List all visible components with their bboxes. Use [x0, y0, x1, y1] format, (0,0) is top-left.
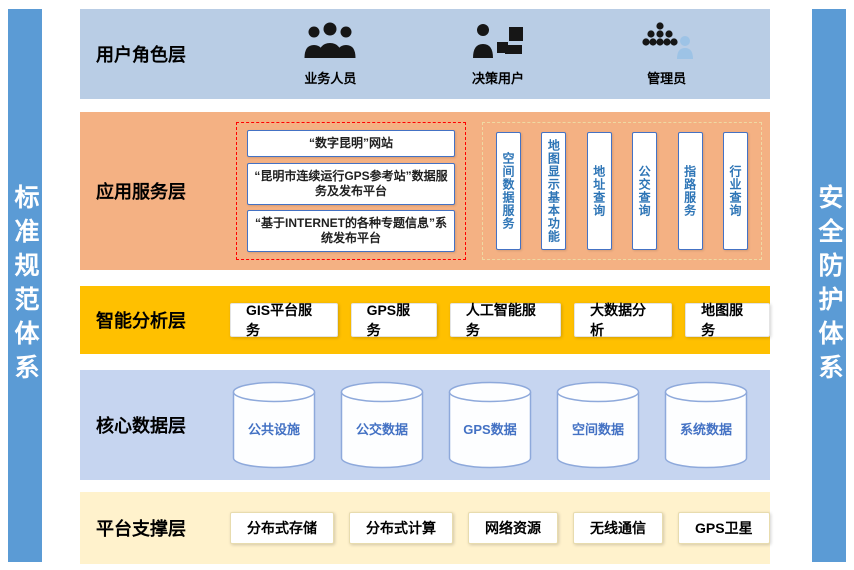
core-data-content: 公共设施 公交数据 GPS数据	[228, 370, 770, 480]
service-box: 地图显示基本功能	[541, 132, 567, 250]
service-box-label: 空间数据服务	[501, 152, 515, 230]
user-role-content: 业务人员 决策用户	[228, 9, 770, 99]
layer-core-data: 核心数据层 公共设施 公交数据	[80, 370, 770, 480]
service-box-label: 地址查询	[591, 165, 606, 217]
layer-core-data-title: 核心数据层	[96, 416, 186, 436]
portal-box: “数字昆明”网站	[247, 130, 455, 157]
service-box-label: 指路服务	[682, 165, 697, 217]
cylinder-label: 系统数据	[679, 422, 732, 437]
portal-box: “基于INTERNET的各种专题信息”系统发布平台	[247, 210, 455, 252]
right-pillar: 安全防护体系	[812, 9, 846, 562]
cylinder-icon	[340, 381, 424, 469]
service-box-label: 地图显示基本功能	[546, 139, 561, 243]
platform-box: 分布式计算	[349, 512, 453, 544]
cylinder-icon	[232, 381, 316, 469]
left-pillar-label: 标准规范体系	[11, 183, 39, 388]
left-pillar: 标准规范体系	[8, 9, 42, 562]
decision-users-icon	[472, 21, 524, 64]
platform-box: 无线通信	[573, 512, 663, 544]
portal-box: “昆明市连续运行GPS参考站”数据服务及发布平台	[247, 162, 455, 205]
database-cylinder: 公共设施	[232, 381, 316, 469]
analysis-box: GIS平台服务	[230, 302, 338, 338]
layer-platform: 平台支撑层 分布式存储 分布式计算 网络资源 无线通信 GPS卫星	[80, 492, 770, 564]
analysis-content: GIS平台服务 GPS服务 人工智能服务 大数据分析 地图服务	[228, 286, 770, 354]
platform-content: 分布式存储 分布式计算 网络资源 无线通信 GPS卫星	[228, 492, 770, 564]
platform-box: 网络资源	[468, 512, 558, 544]
database-cylinder: 空间数据	[556, 381, 640, 469]
role-label: 管理员	[647, 71, 687, 86]
role-label: 业务人员	[304, 71, 357, 86]
service-box: 指路服务	[677, 132, 703, 250]
cylinder-icon	[556, 381, 640, 469]
platform-box: 分布式存储	[230, 512, 334, 544]
analysis-box: 人工智能服务	[449, 302, 562, 338]
cylinder-label: GPS数据	[463, 422, 517, 437]
service-box: 地址查询	[586, 132, 612, 250]
business-users-icon	[303, 21, 357, 64]
database-cylinder: 公交数据	[340, 381, 424, 469]
role-label: 决策用户	[471, 71, 524, 86]
admin-users-icon	[639, 21, 695, 64]
layer-analysis: 智能分析层 GIS平台服务 GPS服务 人工智能服务 大数据分析 地图服务	[80, 286, 770, 354]
platform-box: GPS卫星	[678, 512, 770, 544]
cylinder-icon	[448, 381, 532, 469]
role-business-users: 业务人员	[303, 21, 357, 87]
portal-group: “数字昆明”网站 “昆明市连续运行GPS参考站”数据服务及发布平台 “基于INT…	[236, 122, 466, 260]
layer-user-role: 用户角色层 业务人员	[80, 9, 770, 99]
database-cylinder: GPS数据	[448, 381, 532, 469]
cylinder-label: 公共设施	[247, 422, 300, 437]
layer-platform-title: 平台支撑层	[96, 519, 186, 539]
role-admin: 管理员	[639, 21, 695, 87]
cylinder-label: 空间数据	[571, 422, 624, 437]
cylinder-icon	[664, 381, 748, 469]
service-box: 空间数据服务	[496, 132, 521, 250]
right-pillar-label: 安全防护体系	[815, 183, 843, 388]
service-box: 行业查询	[722, 132, 748, 250]
layer-user-role-title: 用户角色层	[96, 45, 186, 65]
analysis-box: 地图服务	[685, 302, 770, 338]
service-box-label: 公交查询	[637, 165, 652, 217]
role-decision-users: 决策用户	[472, 21, 524, 87]
database-cylinder: 系统数据	[664, 381, 748, 469]
layer-app-service-title: 应用服务层	[96, 182, 186, 202]
service-box-label: 行业查询	[727, 165, 742, 217]
service-group: 空间数据服务 地图显示基本功能 地址查询 公交查询 指路服务 行业查询	[482, 122, 762, 260]
service-box: 公交查询	[632, 132, 658, 250]
cylinder-label: 公交数据	[355, 422, 408, 437]
app-service-content: “数字昆明”网站 “昆明市连续运行GPS参考站”数据服务及发布平台 “基于INT…	[228, 112, 770, 270]
layer-stack: 用户角色层 业务人员	[80, 9, 770, 564]
layer-analysis-title: 智能分析层	[96, 311, 186, 331]
analysis-box: GPS服务	[350, 302, 437, 338]
layer-app-service: 应用服务层 “数字昆明”网站 “昆明市连续运行GPS参考站”数据服务及发布平台 …	[80, 112, 770, 270]
analysis-box: 大数据分析	[574, 302, 673, 338]
